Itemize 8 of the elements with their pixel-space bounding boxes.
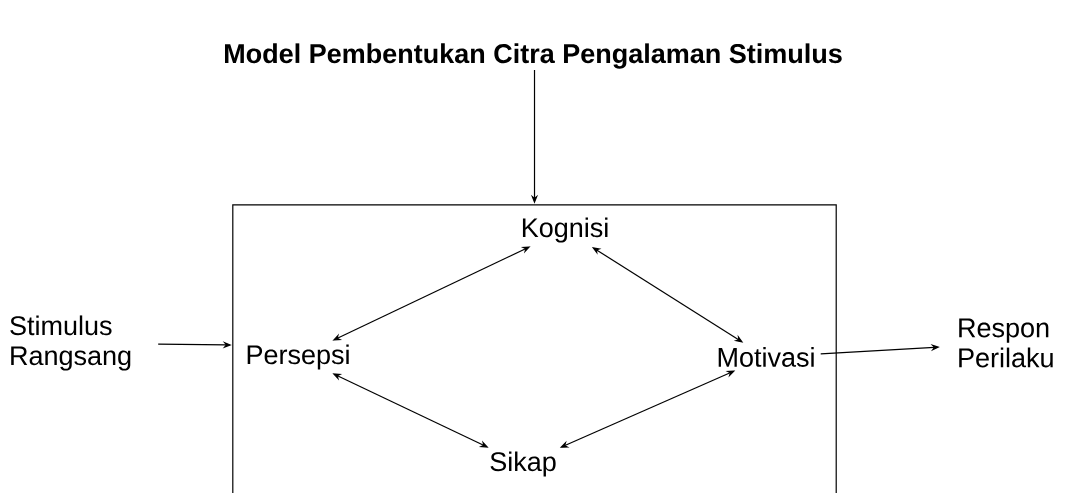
node-label: Motivasi <box>718 347 814 367</box>
node-label: Sikap <box>490 451 556 477</box>
node-label: Persepsi <box>247 344 349 370</box>
frame-box <box>232 204 837 493</box>
title: Model Pembentukan Citra Pengalaman Stimulus <box>225 43 842 69</box>
node-label: Kognisi <box>522 217 608 243</box>
output-label: Respon Perilaku <box>959 318 1053 368</box>
input-label: Stimulus Rangsang <box>10 315 131 371</box>
